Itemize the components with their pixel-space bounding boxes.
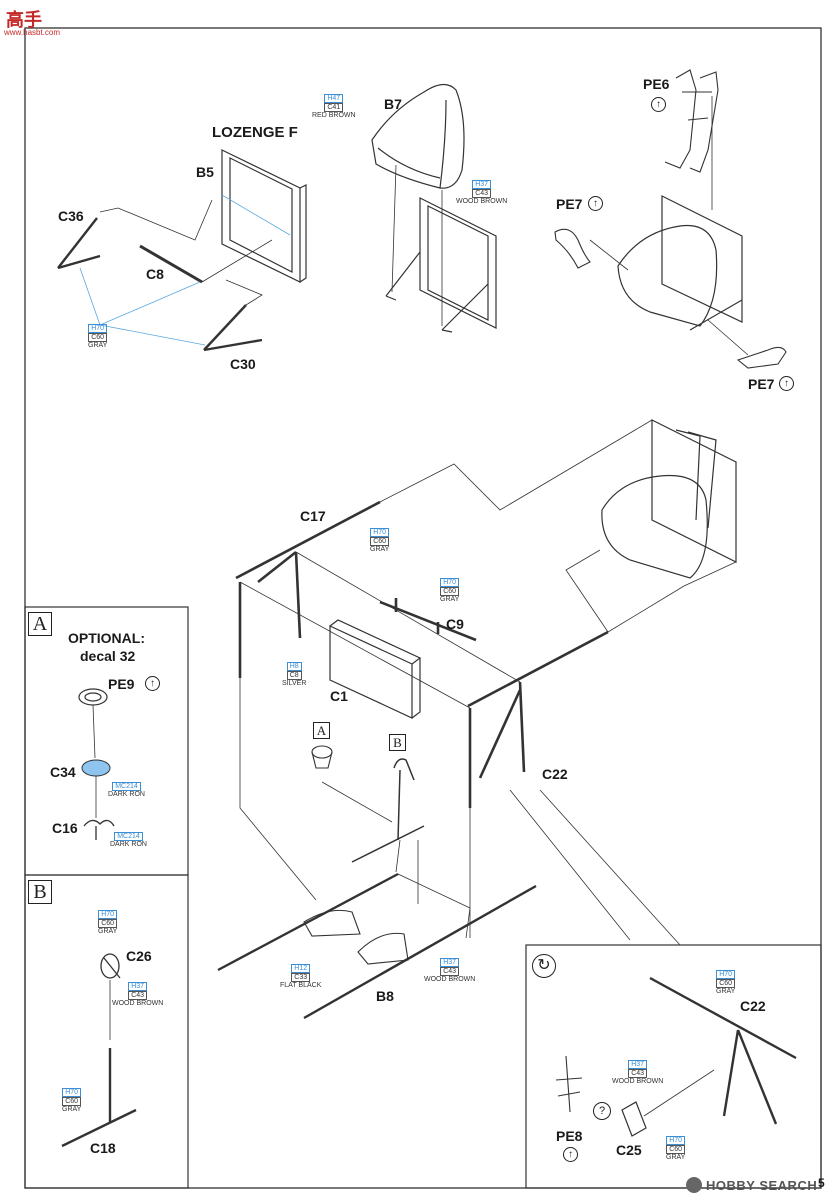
rotate-icon: ↻ bbox=[532, 954, 556, 978]
b8-pedals bbox=[303, 909, 409, 965]
b7-base-frame bbox=[385, 197, 497, 333]
label-b7: B7 bbox=[384, 96, 402, 112]
c25-part bbox=[621, 1101, 647, 1137]
question-icon: ? bbox=[590, 1102, 611, 1120]
label-c22-detail: C22 bbox=[740, 998, 766, 1014]
b8-floor bbox=[217, 872, 537, 1020]
label-c25: C25 bbox=[616, 1142, 642, 1158]
c22-detail bbox=[649, 976, 797, 1125]
c36-brace bbox=[57, 217, 101, 270]
inset-b-frame bbox=[24, 874, 189, 1189]
page-number: 5 bbox=[818, 1176, 825, 1190]
decal-heading: decal 32 bbox=[80, 648, 136, 664]
label-c26: C26 bbox=[126, 948, 152, 964]
c30-brace bbox=[203, 304, 263, 352]
label-pe9: PE9 bbox=[108, 676, 135, 692]
watermark-logo: 高手 bbox=[6, 10, 42, 30]
label-c30: C30 bbox=[230, 356, 256, 372]
c8-rod bbox=[139, 244, 203, 284]
label-c17: C17 bbox=[300, 508, 326, 524]
pe7-upper-up-arrow-icon: ↑ bbox=[585, 195, 603, 213]
hobby-search-logo-icon bbox=[686, 1177, 702, 1193]
box-a-label: A bbox=[28, 612, 52, 636]
c17-frame bbox=[235, 500, 381, 678]
label-c9: C9 bbox=[446, 616, 464, 632]
label-pe7-upper: PE7 bbox=[556, 196, 583, 212]
label-c8: C8 bbox=[146, 266, 164, 282]
watermark-site: www.hasbt.com bbox=[4, 28, 61, 37]
c22-frame bbox=[467, 630, 609, 808]
label-b8: B8 bbox=[376, 988, 394, 1004]
inset-rotate-frame bbox=[525, 944, 822, 1189]
page-frame bbox=[24, 27, 822, 1189]
label-c1: C1 bbox=[330, 688, 348, 704]
pe7-lower-up-arrow-icon: ↑ bbox=[776, 375, 794, 393]
label-c36: C36 bbox=[58, 208, 84, 224]
c1-box bbox=[329, 619, 422, 719]
label-pe8: PE8 bbox=[556, 1128, 583, 1144]
right-seat-assembly bbox=[617, 195, 743, 331]
c26-part bbox=[100, 953, 121, 979]
pe6-belts bbox=[664, 69, 719, 173]
c16-bracket bbox=[83, 819, 115, 840]
label-c16: C16 bbox=[52, 820, 78, 836]
label-pe7-lower: PE7 bbox=[748, 376, 775, 392]
label-c18: C18 bbox=[90, 1140, 116, 1156]
inline-a-box: A bbox=[313, 722, 330, 739]
label-b5: B5 bbox=[196, 164, 214, 180]
pe9-up-arrow-icon: ↑ bbox=[142, 675, 160, 693]
c34-disc bbox=[81, 759, 111, 777]
pe8-part bbox=[555, 1055, 583, 1113]
pe7-strap-upper bbox=[554, 228, 591, 269]
upper-right-seat-assembly bbox=[601, 419, 737, 579]
box-b-label: B bbox=[28, 880, 52, 904]
pe8-up-arrow-icon: ↑ bbox=[560, 1146, 578, 1164]
label-c22: C22 bbox=[542, 766, 568, 782]
label-c34: C34 bbox=[50, 764, 76, 780]
c18-part bbox=[61, 1048, 137, 1148]
optional-heading: OPTIONAL: bbox=[68, 630, 145, 646]
b7-seat bbox=[371, 83, 465, 189]
b5-frame bbox=[221, 149, 307, 283]
hobby-search-logo: HOBBY SEARCH bbox=[706, 1178, 818, 1193]
pe9-ring bbox=[78, 688, 108, 706]
pe7-strap-lower bbox=[736, 346, 787, 369]
label-pe6: PE6 bbox=[643, 76, 670, 92]
pe6-up-arrow-icon: ↑ bbox=[648, 96, 666, 114]
lozenge-heading: LOZENGE F bbox=[212, 124, 298, 141]
inline-a-part bbox=[311, 745, 333, 769]
inline-b-lever bbox=[351, 758, 425, 863]
inline-b-box: B bbox=[389, 734, 406, 751]
